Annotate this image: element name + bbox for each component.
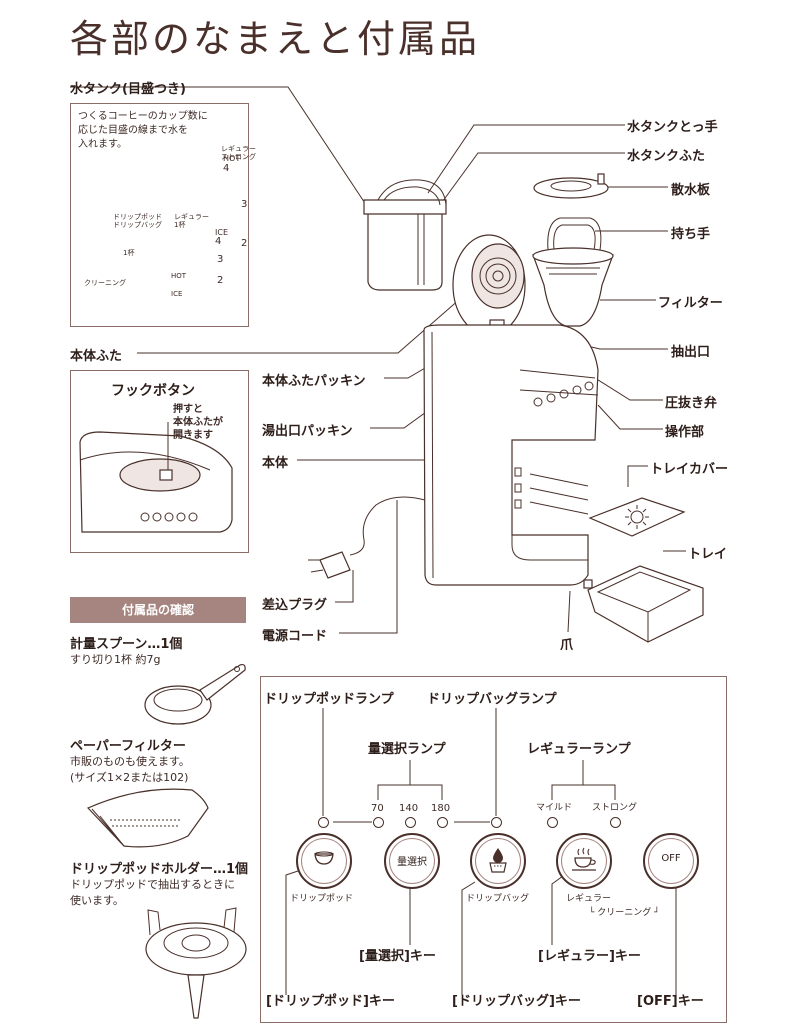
tank-desc-1: つくるコーヒーのカップ数に	[78, 111, 208, 122]
tank-desc-2: 応じた目盛の線まで水を	[78, 125, 188, 136]
water-tank-scale-box: つくるコーヒーのカップ数に 応じた目盛の線まで水を 入れます。 レギュラー スト…	[70, 103, 256, 327]
scale-ice-cup: ICE	[171, 290, 183, 298]
drip-bag-icon	[489, 848, 507, 873]
drip-bag-key-caption: ドリップバッグ	[466, 894, 530, 904]
paper-filter-desc-2: (サイズ1×2または102)	[70, 771, 189, 784]
drip-pod-key-label: [ドリップポッド]キー	[266, 994, 395, 1009]
hook-button-title: フックボタン	[111, 383, 195, 399]
holder-desc-1: ドリップポッドで抽出するときに	[70, 878, 235, 891]
tank-lid-label: 水タンクふた	[627, 149, 706, 164]
drip-pod-lamp-label: ドリップポッドランプ	[264, 692, 394, 707]
cord-label: 電源コード	[262, 629, 328, 644]
tank-desc-3: 入れます。	[78, 139, 127, 150]
paper-filter-title: ペーパーフィルター	[70, 739, 186, 754]
scale-hot-cup: HOT	[171, 272, 187, 280]
drip-bag-lamp-label: ドリップバッグランプ	[427, 692, 557, 707]
off-key-text: OFF	[661, 853, 681, 864]
spoon-desc: すり切り1杯 約7g	[70, 653, 161, 666]
scale-hot-2: 2	[241, 238, 248, 249]
scale-regular-1cup: レギュラー 1杯	[174, 213, 209, 229]
off-key[interactable]: OFF	[643, 833, 699, 889]
amount-180-lamp	[437, 817, 448, 828]
handle-label: 持ち手	[671, 227, 711, 242]
filter-label: フィルター	[658, 296, 723, 311]
scale-cleaning: クリーニング	[84, 279, 126, 287]
scale-ice-4: 4	[215, 236, 222, 247]
lid-label: 本体ふた	[70, 349, 123, 364]
mild-lamp	[547, 817, 558, 828]
outlet-packing-label: 湯出口パッキン	[262, 424, 353, 439]
amount-140: 140	[399, 803, 419, 814]
amount-key-text: 量選択	[397, 857, 427, 868]
outlet-label: 抽出口	[671, 345, 711, 360]
scale-hot: HOT	[223, 154, 241, 163]
regular-key-label: [レギュラー]キー	[538, 949, 641, 964]
drip-pod-lamp	[318, 817, 329, 828]
strong-label: ストロング	[592, 803, 638, 813]
scale-ice: ICE	[215, 228, 228, 237]
holder-title: ドリップポッドホルダー…1個	[70, 862, 249, 877]
cleaning-caption: └ クリーニング ┘	[589, 908, 660, 918]
lid-packing-label: 本体ふたパッキン	[262, 374, 366, 389]
water-tank-label: 水タンク(目盛つき)	[70, 82, 186, 97]
page-title: 各部のなまえと付属品	[70, 17, 481, 61]
drip-bag-key[interactable]	[470, 833, 526, 889]
hook-note-3: 開きます	[173, 430, 213, 441]
drip-pod-cup-icon	[314, 851, 334, 865]
tray-label: トレイ	[688, 547, 728, 562]
hook-note-1: 押すと	[173, 404, 203, 415]
control-panel-box	[260, 676, 727, 1023]
off-key-label: [OFF]キー	[637, 994, 704, 1009]
mild-label: マイルド	[536, 803, 573, 813]
amount-key-label: [量選択]キー	[359, 949, 436, 964]
drip-pod-key[interactable]	[296, 833, 352, 889]
control-panel-label: 操作部	[665, 425, 705, 440]
scale-hot-3: 3	[241, 199, 248, 210]
scale-one-cup: 1杯	[123, 249, 135, 257]
amount-lamp-label: 量選択ランプ	[368, 742, 446, 757]
holder-desc-2: 使います。	[70, 894, 124, 907]
relief-valve-label: 圧抜き弁	[665, 396, 718, 411]
drip-bag-key-label: [ドリップバッグ]キー	[452, 994, 581, 1009]
drip-pod-key-caption: ドリップポッド	[290, 894, 354, 904]
amount-key[interactable]: 量選択	[384, 833, 440, 889]
claw-label: 爪	[560, 638, 574, 653]
hook-button-box: フックボタン 押すと 本体ふたが 開きます	[70, 370, 249, 553]
hook-note-2: 本体ふたが	[173, 417, 223, 428]
regular-lamp-label: レギュラーランプ	[527, 742, 631, 757]
amount-70-lamp	[373, 817, 384, 828]
amount-180: 180	[431, 803, 451, 814]
accessories-badge: 付属品の確認	[70, 597, 246, 623]
scale-drip-pod-bag: ドリップポッド ドリップバッグ	[113, 213, 162, 229]
amount-140-lamp	[405, 817, 416, 828]
scale-regular-strong: レギュラー ストロング	[221, 145, 256, 161]
scale-ice-3: 3	[217, 254, 224, 265]
strong-lamp	[610, 817, 621, 828]
tray-cover-label: トレイカバー	[650, 462, 729, 477]
body-label: 本体	[262, 456, 289, 471]
coffee-cup-icon	[572, 847, 596, 871]
shower-plate-label: 散水板	[671, 183, 711, 198]
regular-key[interactable]	[556, 833, 612, 889]
plug-label: 差込プラグ	[262, 598, 328, 613]
scale-ice-2: 2	[217, 275, 224, 286]
spoon-title: 計量スプーン…1個	[70, 637, 183, 652]
regular-key-caption: レギュラー	[566, 894, 612, 904]
amount-70: 70	[371, 803, 384, 814]
drip-bag-lamp	[491, 817, 502, 828]
paper-filter-desc-1: 市販のものも使えます。	[70, 755, 190, 768]
scale-hot-4: 4	[223, 163, 230, 174]
tank-handle-label: 水タンクとっ手	[627, 120, 718, 135]
